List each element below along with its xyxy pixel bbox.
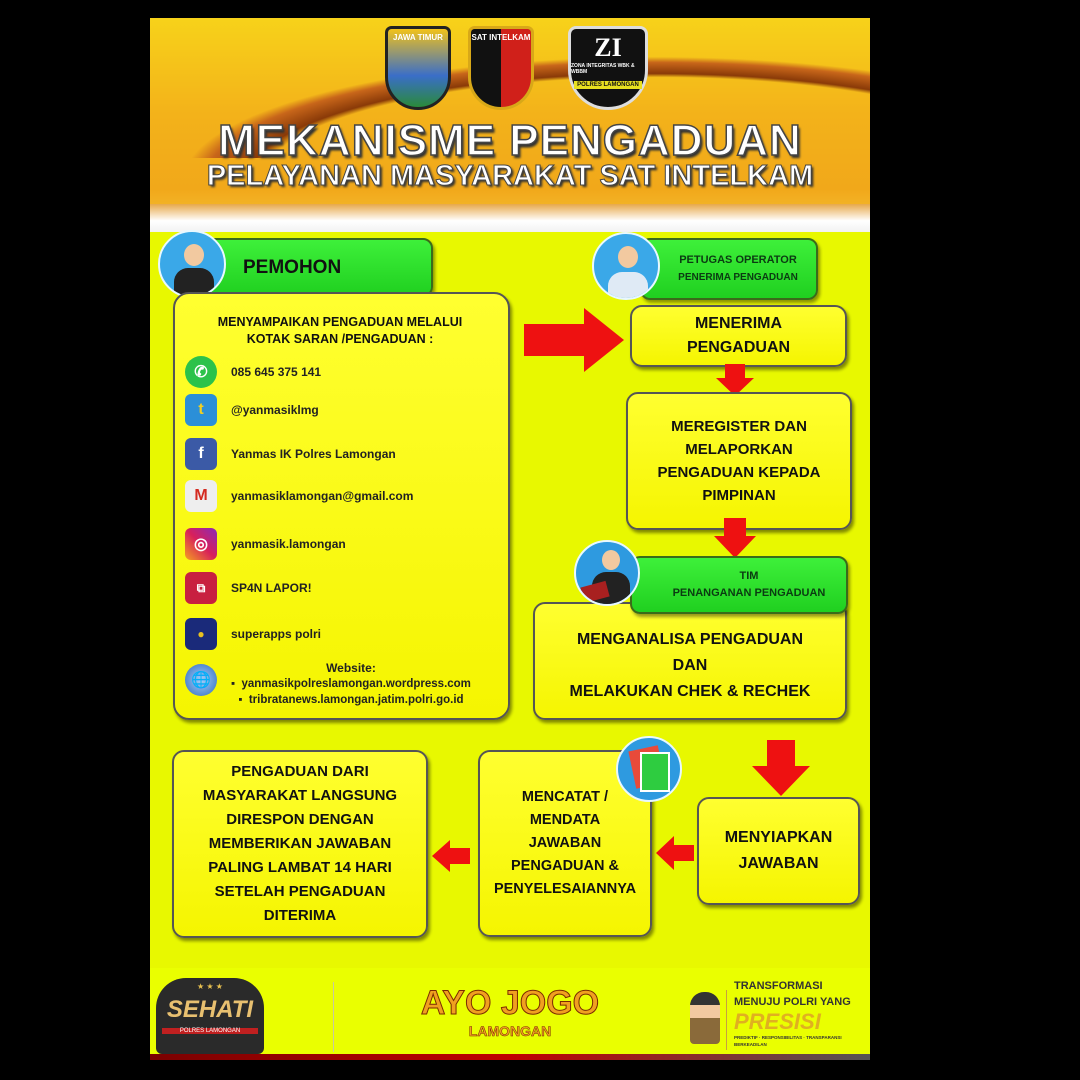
step-text: MELAKUKAN CHEK & RECHEK <box>569 683 811 700</box>
step-menganalisa: MENGANALISA PENGADUAN DAN MELAKUKAN CHEK… <box>533 602 847 720</box>
website-link[interactable]: ▪ yanmasikpolreslamongan.wordpress.com <box>231 678 471 690</box>
channel-text: 085 645 375 141 <box>231 365 322 379</box>
ayo-jogo-logo: AYO JOGO LAMONGAN <box>400 984 620 1040</box>
gmail-icon: M <box>185 480 217 512</box>
page-subtitle: PELAYANAN MASYARAKAT SAT INTELKAM <box>206 160 814 193</box>
step-text: MENCATAT / MENDATA JAWABAN PENGADUAN & P… <box>493 789 637 897</box>
team-avatar-icon <box>574 540 640 606</box>
pemohon-text: PEMOHON <box>243 256 342 278</box>
website-url[interactable]: yanmasikpolreslamongan.wordpress.com <box>241 678 471 690</box>
documents-icon <box>616 736 682 802</box>
presisi-text: PRESISI <box>734 1009 821 1034</box>
pemohon-label: PEMOHON <box>205 238 433 297</box>
jawa-timur-logo: JAWA TIMUR <box>385 26 451 110</box>
arrow-left-icon <box>432 840 470 872</box>
step-text: MENGANALISA PENGADUAN <box>576 631 804 648</box>
operator-label: PETUGAS OPERATOR PENERIMA PENGADUAN <box>640 238 818 300</box>
whatsapp-icon: ✆ <box>185 356 217 388</box>
channel-instagram[interactable]: ◎ yanmasik.lamongan <box>185 528 346 560</box>
channel-twitter[interactable]: t @yanmasiklmg <box>185 394 319 426</box>
arrow-down-icon <box>752 740 810 796</box>
tim-label: TIM PENANGANAN PENGADUAN <box>630 556 848 614</box>
sp4n-lapor-icon: ⧉ <box>185 572 217 604</box>
channel-text: yanmasiklamongan@gmail.com <box>231 489 414 503</box>
step-text: MEREGISTER DAN MELAPORKAN PENGADUAN KEPA… <box>657 418 821 504</box>
sat-intelkam-logo: SAT INTELKAM <box>468 26 534 110</box>
presisi-subtitle: PREDIKTIF · RESPONSIBILITAS · TRANSPARAN… <box>734 1035 842 1047</box>
sehati-subtitle: POLRES LAMONGAN <box>162 1028 258 1034</box>
zi-ribbon: POLRES LAMONGAN <box>574 81 642 89</box>
website-link[interactable]: ▪ tribratanews.lamongan.jatim.polri.go.i… <box>238 694 464 706</box>
step-text: PENGADUAN DARI MASYARAKAT LANGSUNG DIRES… <box>202 763 398 924</box>
channel-facebook[interactable]: f Yanmas IK Polres Lamongan <box>185 438 396 470</box>
pemohon-channels-box: MENYAMPAIKAN PENGADUAN MELALUI KOTAK SAR… <box>173 292 510 720</box>
step-respon-pengaduan: PENGADUAN DARI MASYARAKAT LANGSUNG DIRES… <box>172 750 428 938</box>
step-text: MENYIAPKAN JAWABAN <box>724 829 833 872</box>
header-banner: JAWA TIMUR SAT INTELKAM ZI ZONA INTEGRIT… <box>150 18 870 232</box>
operator-title: PETUGAS OPERATOR <box>679 254 797 266</box>
logo-text: ZI <box>594 33 622 62</box>
arrow-down-icon <box>714 518 756 558</box>
channels-intro: MENYAMPAIKAN PENGADUAN MELALUI KOTAK SAR… <box>217 315 463 346</box>
arrow-right-icon <box>524 308 624 372</box>
channel-text: @yanmasiklmg <box>231 403 319 417</box>
divider-band <box>150 204 870 232</box>
tim-subtitle: PENANGANAN PENGADUAN <box>672 587 826 599</box>
channel-whatsapp[interactable]: ✆ 085 645 375 141 <box>185 356 321 388</box>
channel-text: SP4N LAPOR! <box>231 581 312 595</box>
presisi-block: TRANSFORMASI MENUJU POLRI YANG PRESISI P… <box>734 978 866 1048</box>
zi-logo: ZI ZONA INTEGRITAS WBK & WBBM POLRES LAM… <box>568 26 648 110</box>
tim-title: TIM <box>739 570 759 582</box>
channel-text: superapps polri <box>231 627 322 641</box>
facebook-icon: f <box>185 438 217 470</box>
instagram-icon: ◎ <box>185 528 217 560</box>
sehati-logo: ★ ★ ★ SEHATI POLRES LAMONGAN <box>156 978 264 1054</box>
logo-text: JAWA TIMUR <box>393 33 443 42</box>
superapps-icon: ● <box>185 618 217 650</box>
sehati-text: SEHATI <box>166 996 254 1023</box>
poster: JAWA TIMUR SAT INTELKAM ZI ZONA INTEGRIT… <box>150 18 870 1060</box>
ayo-jogo-text: AYO JOGO <box>420 984 600 1023</box>
arrow-down-icon <box>716 364 754 396</box>
zi-subtitle: ZONA INTEGRITAS WBK & WBBM <box>571 63 635 75</box>
footer-divider <box>333 982 334 1052</box>
page-title: MEKANISME PENGADUAN <box>217 115 802 166</box>
lamongan-text: LAMONGAN <box>468 1023 552 1040</box>
step-menerima-pengaduan: MENERIMA PENGADUAN <box>630 305 847 367</box>
channel-website: 🌐 Website: ▪ yanmasikpolreslamongan.word… <box>185 660 471 708</box>
logo-text: SAT INTELKAM <box>471 33 531 42</box>
transformasi-text: TRANSFORMASI <box>734 980 823 992</box>
step-menyiapkan-jawaban: MENYIAPKAN JAWABAN <box>697 797 860 905</box>
transformasi-text: MENUJU POLRI YANG <box>734 996 851 1008</box>
twitter-icon: t <box>185 394 217 426</box>
website-url[interactable]: tribratanews.lamongan.jatim.polri.go.id <box>248 694 464 706</box>
step-meregister: MEREGISTER DAN MELAPORKAN PENGADUAN KEPA… <box>626 392 852 530</box>
arrow-left-icon <box>656 836 694 870</box>
operator-subtitle: PENERIMA PENGADUAN <box>678 272 798 283</box>
step-text: DAN <box>672 657 708 674</box>
channel-sp4n-lapor[interactable]: ⧉ SP4N LAPOR! <box>185 572 312 604</box>
step-text: MENERIMA PENGADUAN <box>686 315 791 356</box>
channel-superapps[interactable]: ● superapps polri <box>185 618 321 650</box>
presisi-mascot-icon <box>690 992 720 1044</box>
person-avatar-icon <box>158 230 226 298</box>
footer: ★ ★ ★ SEHATI POLRES LAMONGAN AYO JOGO LA… <box>150 968 870 1060</box>
footer-strip <box>150 1054 870 1060</box>
footer-divider <box>726 990 727 1050</box>
channel-text: Yanmas IK Polres Lamongan <box>231 447 396 461</box>
operator-avatar-icon <box>592 232 660 300</box>
website-label: Website: <box>326 661 376 675</box>
channel-text: yanmasik.lamongan <box>231 537 346 551</box>
globe-icon: 🌐 <box>185 664 217 696</box>
